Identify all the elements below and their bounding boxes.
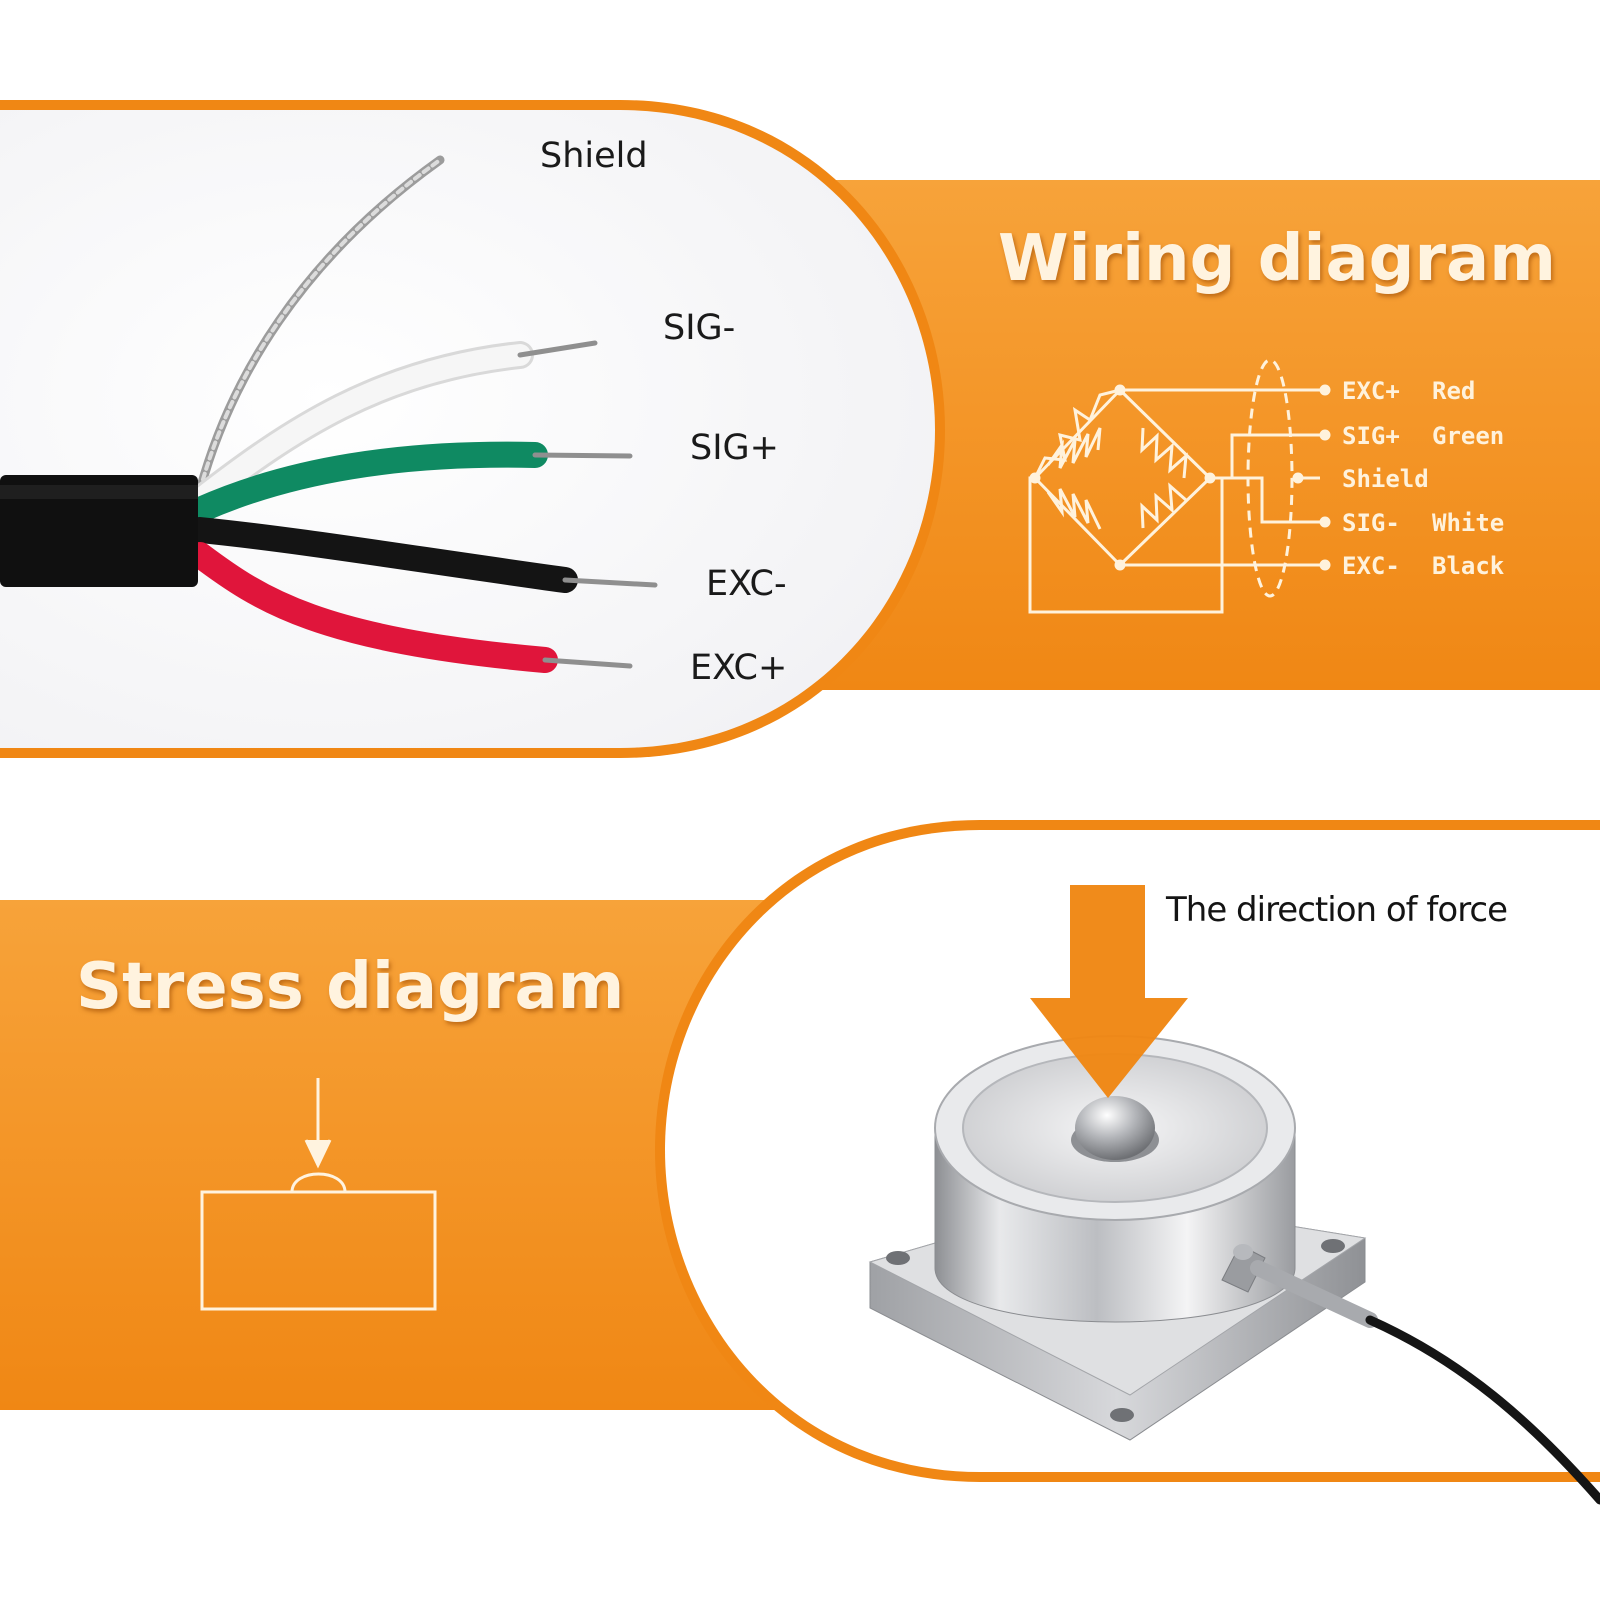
wiring-schematic bbox=[1028, 358, 1331, 614]
legend-signal-sig-minus: SIG- bbox=[1342, 509, 1400, 537]
exc-plus-wire bbox=[187, 542, 558, 673]
legend-signal-exc-plus: EXC+ bbox=[1342, 377, 1400, 405]
force-direction-label: The direction of force bbox=[1166, 890, 1508, 930]
legend-signal-exc-minus: EXC- bbox=[1342, 552, 1400, 580]
legend-color-green: Green bbox=[1432, 422, 1504, 450]
wiring-diagram-title: Wiring diagram bbox=[998, 222, 1556, 296]
force-arrow-icon bbox=[1030, 885, 1188, 1098]
sig-plus-wire bbox=[187, 441, 548, 523]
wiring-legend: EXC+ Red SIG+ Green Shield SIG- White EX… bbox=[1342, 377, 1505, 580]
legend-signal-sig-plus: SIG+ bbox=[1342, 422, 1400, 450]
legend-color-white: White bbox=[1432, 509, 1504, 537]
cable-jacket bbox=[0, 475, 198, 587]
cable-illustration bbox=[0, 155, 658, 673]
label-shield: Shield bbox=[540, 136, 648, 176]
stress-diagram-title: Stress diagram bbox=[76, 950, 625, 1024]
load-cell-illustration bbox=[868, 1035, 1600, 1505]
label-sig-minus: SIG- bbox=[663, 308, 736, 348]
legend-signal-shield: Shield bbox=[1342, 465, 1429, 493]
legend-color-black: Black bbox=[1432, 552, 1505, 580]
label-sig-plus: SIG+ bbox=[690, 428, 779, 468]
label-exc-minus: EXC- bbox=[706, 564, 787, 604]
sensor-cable bbox=[1365, 1315, 1600, 1505]
exc-minus-wire bbox=[187, 517, 578, 593]
stress-schematic bbox=[200, 1078, 437, 1311]
legend-color-red: Red bbox=[1432, 377, 1475, 405]
label-exc-plus: EXC+ bbox=[690, 648, 788, 688]
